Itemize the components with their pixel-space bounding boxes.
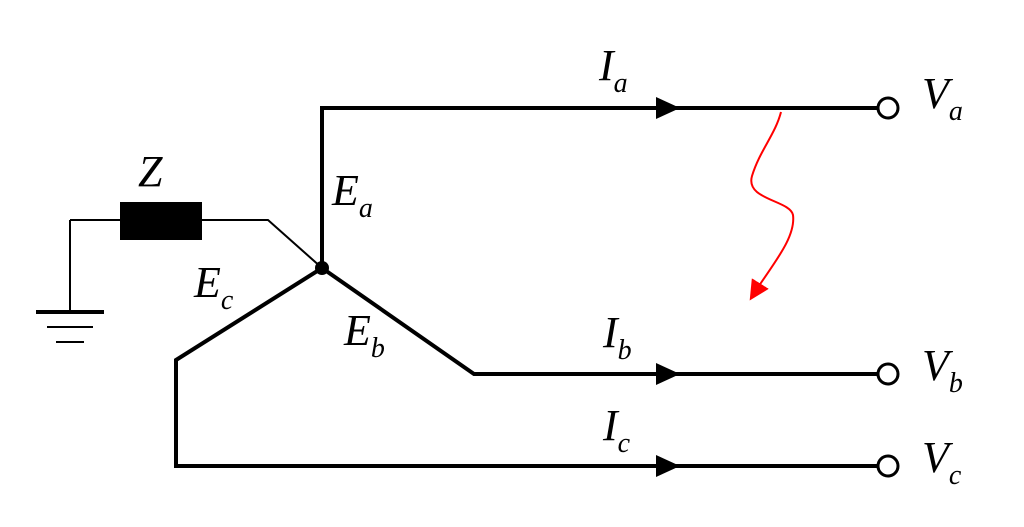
label-vc: Vc xyxy=(922,433,962,491)
label-ic: Ic xyxy=(602,401,631,459)
phase-b-wire xyxy=(319,265,880,376)
label-ia: Ia xyxy=(598,41,628,99)
current-arrow-c xyxy=(656,455,680,477)
label-vb: Vb xyxy=(922,341,963,399)
impedance-z xyxy=(120,202,202,240)
current-arrow-b xyxy=(656,363,680,385)
current-arrow-a xyxy=(656,97,680,119)
label-eb: Eb xyxy=(343,306,385,364)
label-z: Z xyxy=(138,147,163,196)
label-va: Va xyxy=(922,69,963,127)
terminal-b xyxy=(876,362,900,386)
ground-icon xyxy=(36,220,104,343)
label-ib: Ib xyxy=(602,308,632,366)
terminal-c xyxy=(876,454,900,478)
neutral-node xyxy=(315,261,329,275)
label-ec: Ec xyxy=(193,258,234,316)
phase-a-wire xyxy=(320,106,880,270)
label-ea: Ea xyxy=(331,166,373,224)
fault-arrow xyxy=(749,111,795,301)
neutral-wire xyxy=(202,219,323,269)
phase-c-wire xyxy=(174,265,880,468)
terminal-a xyxy=(876,96,900,120)
